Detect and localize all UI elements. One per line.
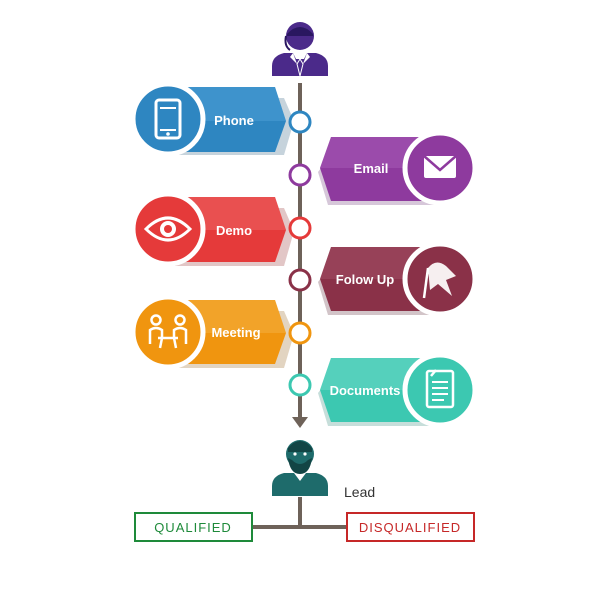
document-icon xyxy=(425,369,455,409)
timeline-node-meeting xyxy=(288,321,312,345)
disqualified-box xyxy=(346,512,475,542)
meeting-icon xyxy=(148,314,188,349)
step-meeting-badge xyxy=(130,294,206,370)
step-documents-badge xyxy=(402,352,478,428)
step-phone-ribbon xyxy=(175,87,286,152)
step-demo-ribbon xyxy=(175,197,286,262)
timeline-node-documents xyxy=(288,373,312,397)
disqualified-label: DISQUALIFIED xyxy=(359,520,461,535)
step-documents: Documents xyxy=(318,352,478,428)
timeline-node-demo xyxy=(288,216,312,240)
qualified-label: QUALIFIED xyxy=(154,520,232,535)
lead-icon xyxy=(272,440,328,496)
eye-icon xyxy=(143,216,193,242)
step-documents-label: Documents xyxy=(330,383,401,398)
envelope-icon xyxy=(423,155,457,178)
step-meeting-ribbon xyxy=(175,300,286,364)
step-demo: Demo xyxy=(130,191,294,267)
step-email-label: Email xyxy=(354,161,389,176)
qualified-box xyxy=(134,512,253,542)
step-meeting-label: Meeting xyxy=(211,325,260,340)
timeline-node-email xyxy=(288,163,312,187)
step-meeting: Meeting xyxy=(130,294,294,370)
step-email: Email xyxy=(318,130,478,206)
step-phone-badge xyxy=(130,81,206,157)
step-phone: Phone xyxy=(130,81,294,157)
lead-label: Lead xyxy=(344,484,375,500)
step-followup: Folow Up xyxy=(318,241,478,317)
timeline-node-phone xyxy=(288,110,312,134)
step-followup-label: Folow Up xyxy=(336,272,395,287)
timeline-node-followup xyxy=(288,268,312,292)
agent-icon xyxy=(272,22,328,77)
timeline-arrowhead xyxy=(292,417,308,428)
flag-icon xyxy=(422,262,456,299)
step-demo-label: Demo xyxy=(216,223,252,238)
phone-icon xyxy=(154,98,182,140)
step-phone-label: Phone xyxy=(214,113,254,128)
